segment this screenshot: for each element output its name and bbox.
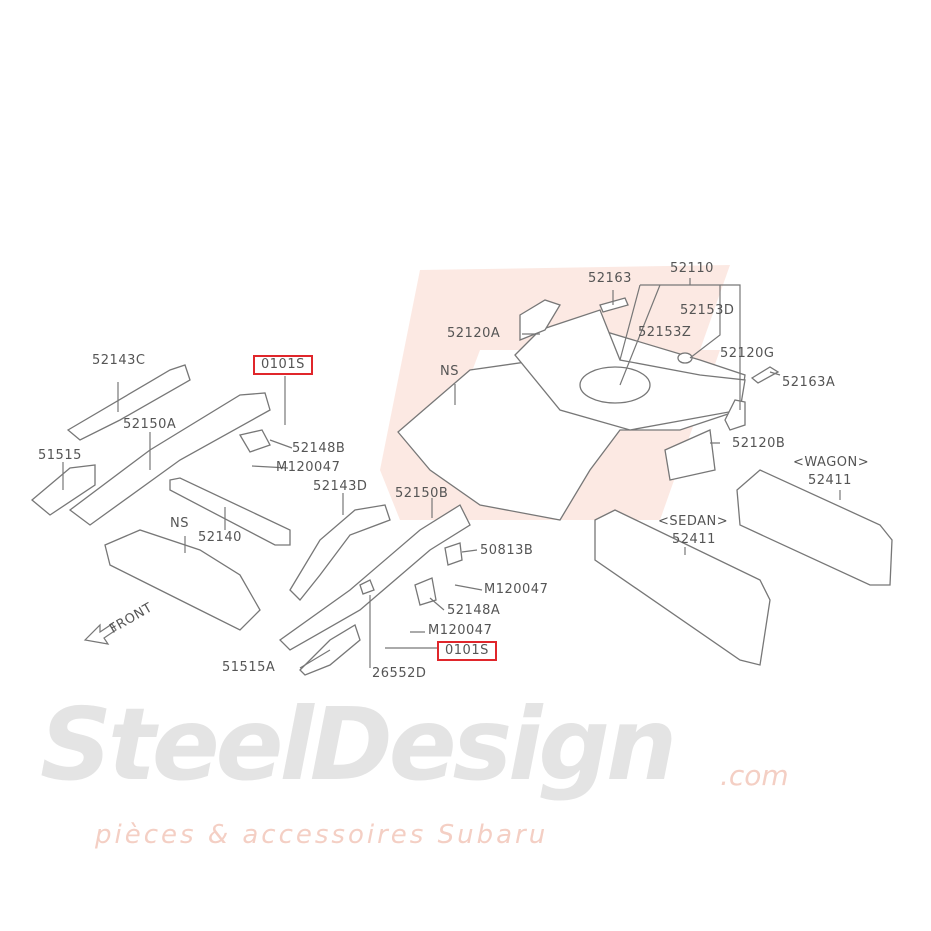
- highlighted-label-0101S-top: 0101S: [253, 355, 313, 375]
- label-52411-sedan: 52411: [672, 532, 716, 547]
- highlighted-label-0101S-bottom: 0101S: [437, 641, 497, 661]
- part-52143C: [66, 364, 191, 441]
- label-52110: 52110: [670, 261, 714, 276]
- watermark-suffix: .com: [720, 759, 789, 792]
- spare-tire-well: [579, 366, 651, 404]
- label-52150B: 52150B: [395, 486, 449, 501]
- label-26552D: 26552D: [372, 666, 427, 681]
- part-52411-wagon: [736, 469, 893, 586]
- label-52148A: 52148A: [447, 603, 501, 618]
- label-52148B: 52148B: [292, 441, 346, 456]
- part-52120A: [519, 299, 561, 341]
- label-52150A: 52150A: [123, 417, 177, 432]
- label-52143D: 52143D: [313, 479, 368, 494]
- watermark-brand: SteelDesign: [40, 686, 677, 803]
- label-50813B: 50813B: [480, 543, 534, 558]
- part-52120B: [664, 429, 716, 481]
- label-52120G: 52120G: [720, 346, 775, 361]
- part-52153D: [677, 352, 693, 364]
- watermark-tagline: pièces & accessoires Subaru: [95, 820, 549, 850]
- part-52148B: [238, 429, 271, 453]
- label-51515A: 51515A: [222, 660, 276, 675]
- part-52143D: [289, 504, 391, 601]
- label-51515: 51515: [38, 448, 82, 463]
- part-52163A: [750, 366, 780, 384]
- label-52411-wagon: 52411: [808, 473, 852, 488]
- part-52150A: [68, 392, 271, 526]
- part-52140: [169, 477, 291, 546]
- label-m120047-b: M120047: [484, 582, 549, 597]
- label-52120B: 52120B: [732, 436, 786, 451]
- part-ns-crossmember: [104, 529, 261, 631]
- label-52163A: 52163A: [782, 375, 836, 390]
- part-52150B: [278, 504, 471, 651]
- label-sedan: <SEDAN>: [658, 514, 729, 529]
- part-26552D: [359, 579, 375, 595]
- leader-lines: [62, 278, 841, 669]
- label-m120047-a: M120047: [276, 460, 341, 475]
- part-50813B: [444, 542, 463, 566]
- label-52153Z: 52153Z: [638, 325, 692, 340]
- label-52143C: 52143C: [92, 353, 146, 368]
- label-52120A: 52120A: [447, 326, 501, 341]
- front-arrow-icon: [83, 623, 117, 645]
- label-52153D: 52153D: [680, 303, 735, 318]
- label-wagon: <WAGON>: [793, 455, 870, 470]
- label-ns-left: NS: [170, 516, 189, 531]
- label-ns-floor: NS: [440, 364, 459, 379]
- label-m120047-c: M120047: [428, 623, 493, 638]
- part-52411-sedan: [594, 509, 771, 666]
- label-52163: 52163: [588, 271, 632, 286]
- label-52140: 52140: [198, 530, 242, 545]
- part-52163: [599, 297, 629, 313]
